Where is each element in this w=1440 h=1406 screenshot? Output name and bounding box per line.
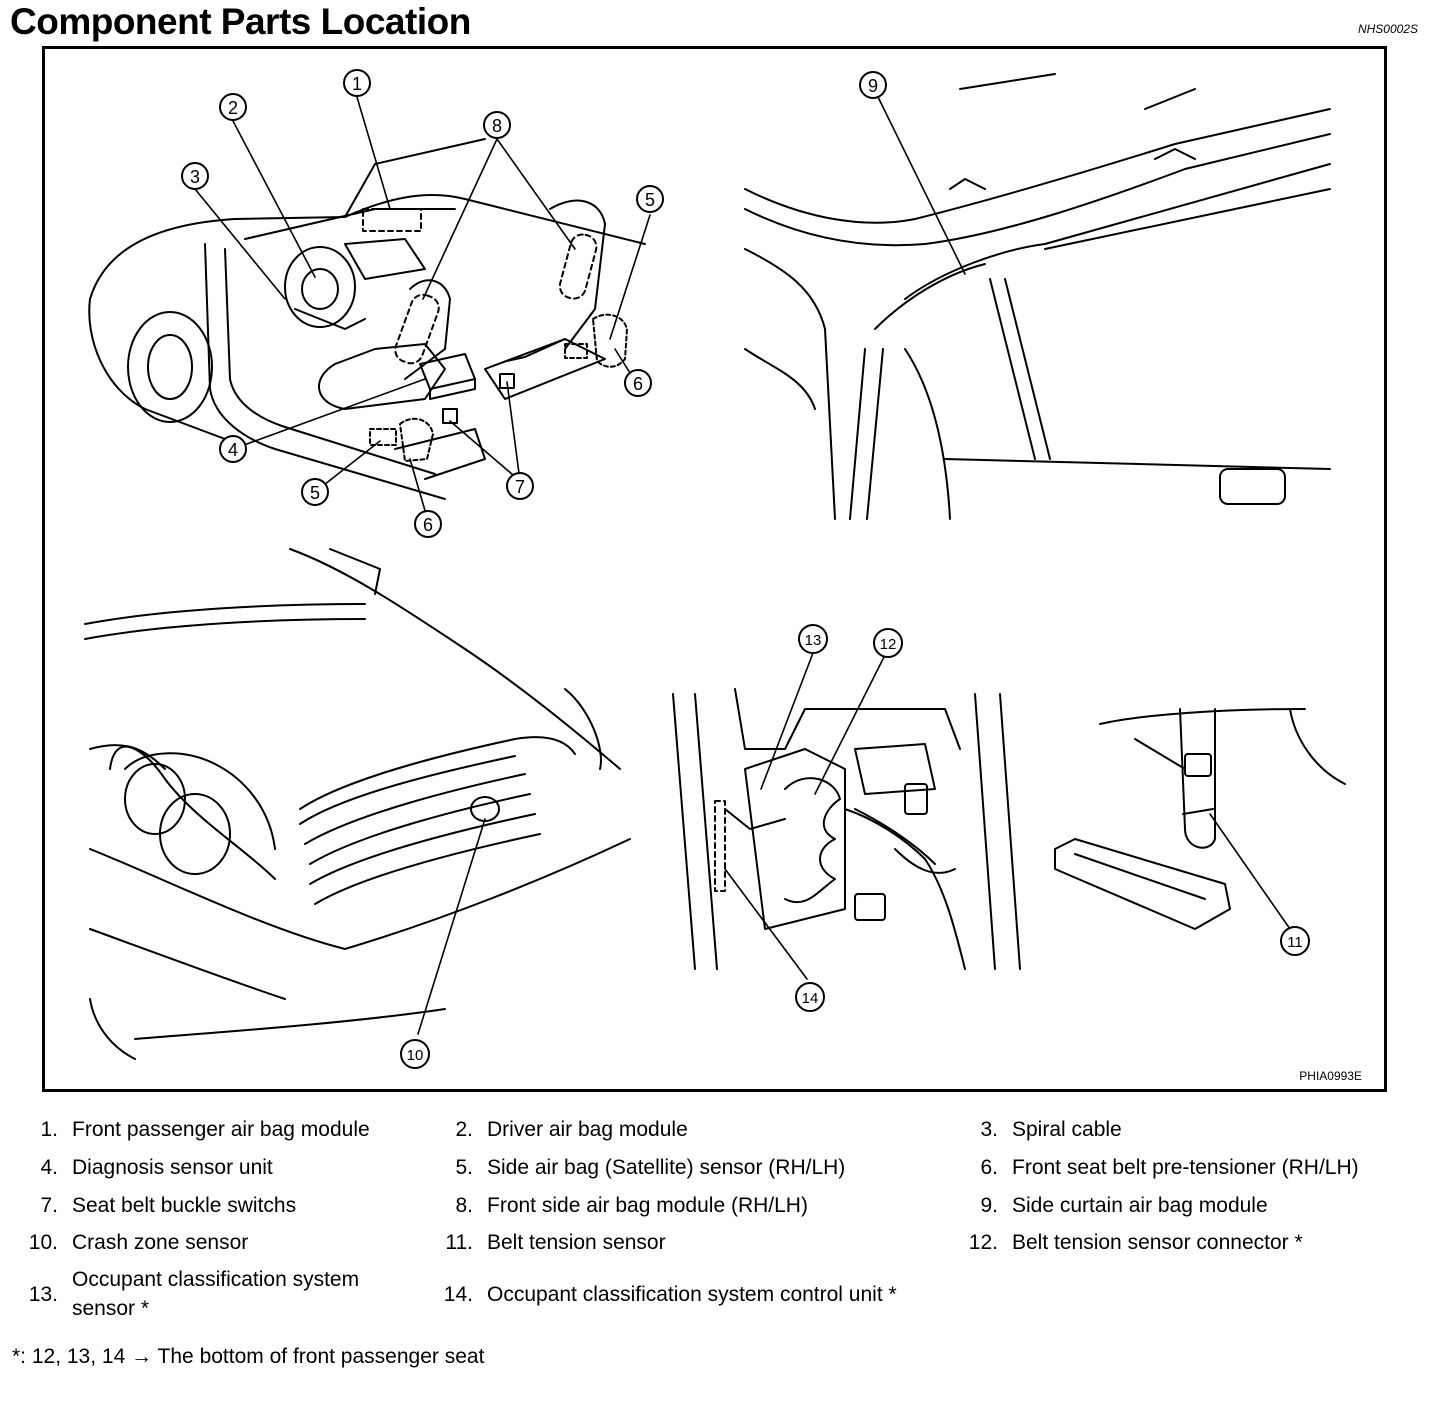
figure-drawing: 1 2 3 4 5 5 6 6 7 8 9 10 11 12 13 14 [84,69,1346,1069]
svg-text:11: 11 [1287,934,1303,951]
callout-markers: 1 2 3 4 5 5 6 6 7 8 9 10 11 12 13 14 [181,69,1310,1069]
callout-2: 2 [219,93,247,121]
legend-label: Side curtain air bag module [1012,1194,1268,1217]
belt-tension-illustration [1054,708,1346,930]
legend-label: Diagnosis sensor unit [72,1156,273,1179]
svg-text:13: 13 [805,632,822,649]
legend-item-3: 3. Spiral cable [950,1115,1432,1144]
page-title: Component Parts Location [10,1,471,42]
figure-code: PHIA0993E [1299,1069,1362,1083]
svg-text:5: 5 [645,190,655,210]
svg-text:4: 4 [228,440,238,460]
front-car-illustration [84,548,631,1060]
svg-text:6: 6 [423,515,433,535]
legend-label: Front passenger air bag module [72,1118,370,1141]
leader-lines-under-seat [724,652,886,980]
side-curtain-illustration [744,73,1331,520]
legend-number: 14. [443,1283,473,1306]
legend-label: Belt tension sensor [487,1231,666,1254]
footnote: *: 12, 13, 14 → The bottom of front pass… [12,1345,485,1368]
legend-item-1: 1. Front passenger air bag module [10,1115,412,1144]
callout-1: 1 [343,69,371,97]
legend-label: Spiral cable [1012,1118,1122,1141]
callout-5a: 5 [636,185,664,213]
legend-label: Belt tension sensor connector * [1012,1231,1303,1254]
svg-text:2: 2 [228,98,238,118]
legend-item-7: 7. Seat belt buckle switchs [10,1191,412,1220]
legend-item-13: 13. Occupant classification system senso… [10,1265,412,1323]
callout-11: 11 [1280,926,1310,956]
legend-number: 6. [980,1156,998,1179]
callout-10: 10 [400,1039,430,1069]
legend-item-10: 10. Crash zone sensor [10,1228,412,1257]
svg-text:14: 14 [802,990,819,1007]
leader-line-belt-tension [1209,813,1291,930]
callout-14: 14 [795,982,825,1012]
component-location-figure: 1 2 3 4 5 5 6 6 7 8 9 10 11 12 13 14 PHI… [42,46,1387,1092]
under-seat-illustration [672,688,1021,970]
legend-number: 5. [455,1156,473,1179]
legend-number: 3. [980,1118,998,1141]
legend-number: 1. [40,1118,58,1141]
callout-4: 4 [219,435,247,463]
legend-label: Front side air bag module (RH/LH) [487,1194,808,1217]
callout-3: 3 [181,162,209,190]
leader-line-crash-sensor [417,818,486,1035]
legend-number: 12. [968,1231,998,1254]
legend-number: 4. [40,1156,58,1179]
svg-text:6: 6 [633,374,643,394]
callout-8: 8 [483,111,511,139]
legend-number: 8. [455,1194,473,1217]
legend-label: Side air bag (Satellite) sensor (RH/LH) [487,1156,846,1179]
svg-text:12: 12 [880,636,897,653]
legend-number: 7. [40,1194,58,1217]
leader-line-curtain [877,96,966,275]
callout-9: 9 [859,71,887,99]
legend-label: Occupant classification system sensor * [72,1268,360,1320]
legend-number: 13. [28,1282,58,1306]
legend-item-4: 4. Diagnosis sensor unit [10,1153,412,1182]
legend-label: Crash zone sensor [72,1231,249,1254]
leader-lines-interior [194,96,651,522]
svg-text:1: 1 [352,74,362,94]
legend-item-9: 9. Side curtain air bag module [950,1191,1432,1220]
svg-text:7: 7 [515,477,525,497]
legend-number: 2. [455,1118,473,1141]
callout-6b: 6 [414,510,442,538]
svg-text:8: 8 [492,116,502,136]
legend-number: 11. [445,1231,473,1254]
svg-text:3: 3 [190,167,200,187]
interior-illustration [88,138,646,500]
callout-5b: 5 [301,478,329,506]
callout-12: 12 [873,628,903,658]
legend-label: Occupant classification system control u… [487,1283,897,1306]
legend-label: Seat belt buckle switchs [72,1194,297,1217]
legend-item-5: 5. Side air bag (Satellite) sensor (RH/L… [425,1153,927,1182]
legend-label: Driver air bag module [487,1118,688,1141]
legend-item-2: 2. Driver air bag module [425,1115,927,1144]
legend-label: Front seat belt pre-tensioner (RH/LH) [1012,1156,1359,1179]
svg-text:5: 5 [310,483,320,503]
legend-item-14: 14. Occupant classification system contr… [425,1280,987,1309]
svg-text:9: 9 [868,76,878,96]
legend-number: 10. [28,1231,58,1254]
legend-number: 9. [980,1194,998,1217]
legend-item-8: 8. Front side air bag module (RH/LH) [425,1191,927,1220]
legend-item-6: 6. Front seat belt pre-tensioner (RH/LH) [950,1153,1432,1182]
callout-6a: 6 [624,369,652,397]
legend-item-12: 12. Belt tension sensor connector * [950,1228,1432,1257]
legend-item-11: 11. Belt tension sensor [425,1228,927,1257]
callout-13: 13 [798,624,828,654]
document-code: NHS0002S [1357,22,1418,36]
svg-text:10: 10 [407,1047,424,1064]
callout-7: 7 [506,472,534,500]
